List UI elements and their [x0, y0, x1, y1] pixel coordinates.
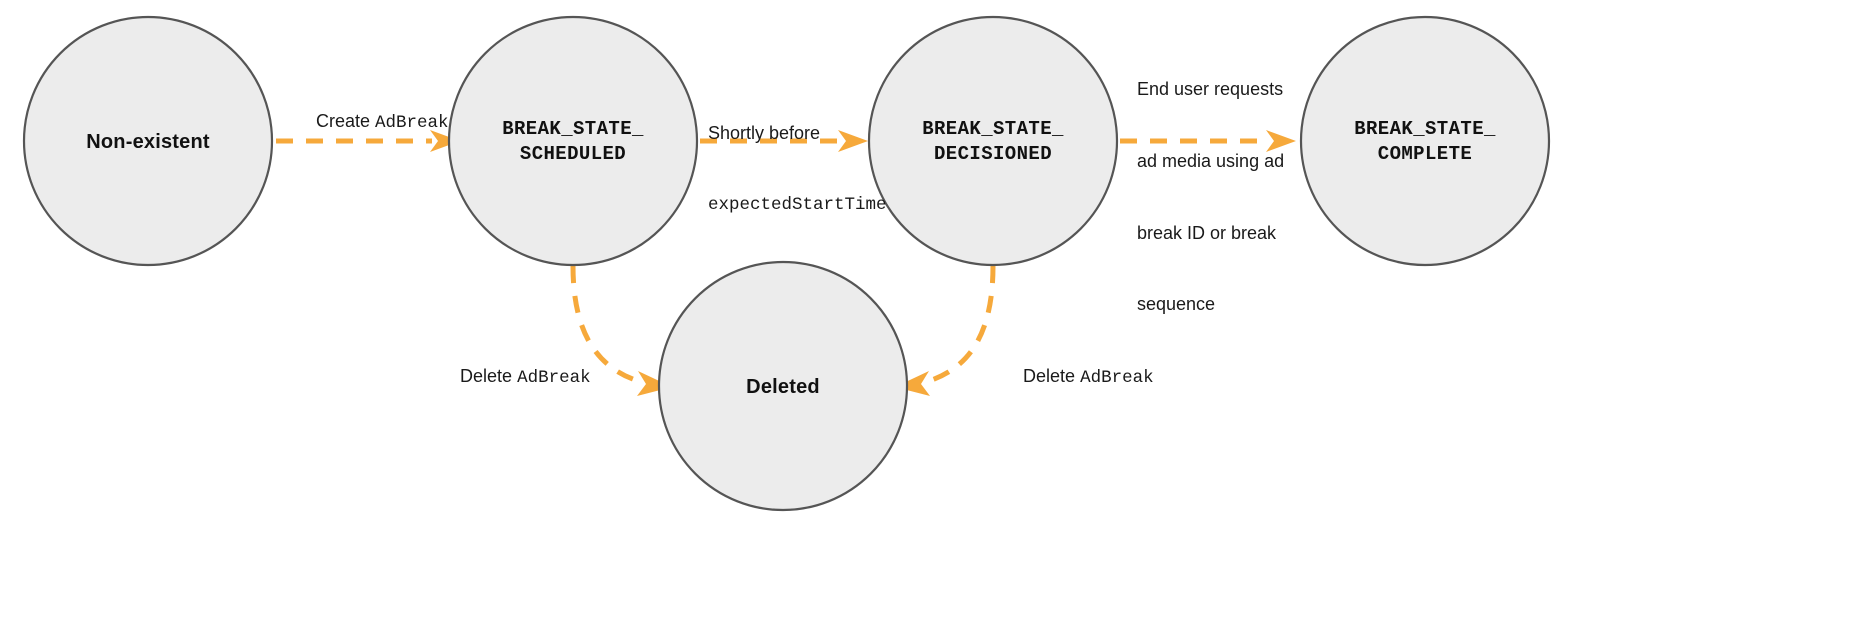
edge-delete-from-scheduled: [570, 265, 672, 396]
edge-shortly-before: [700, 130, 868, 152]
node-deleted[interactable]: [657, 260, 909, 512]
node-non-existent[interactable]: [22, 15, 274, 267]
node-break-state-decisioned[interactable]: [867, 15, 1119, 267]
edge-create-adbreak: [276, 130, 460, 152]
edge-end-user-requests: [1120, 130, 1296, 152]
node-break-state-complete[interactable]: [1299, 15, 1551, 267]
edge-delete-from-decisioned: [895, 265, 996, 396]
node-break-state-scheduled[interactable]: [447, 15, 699, 267]
